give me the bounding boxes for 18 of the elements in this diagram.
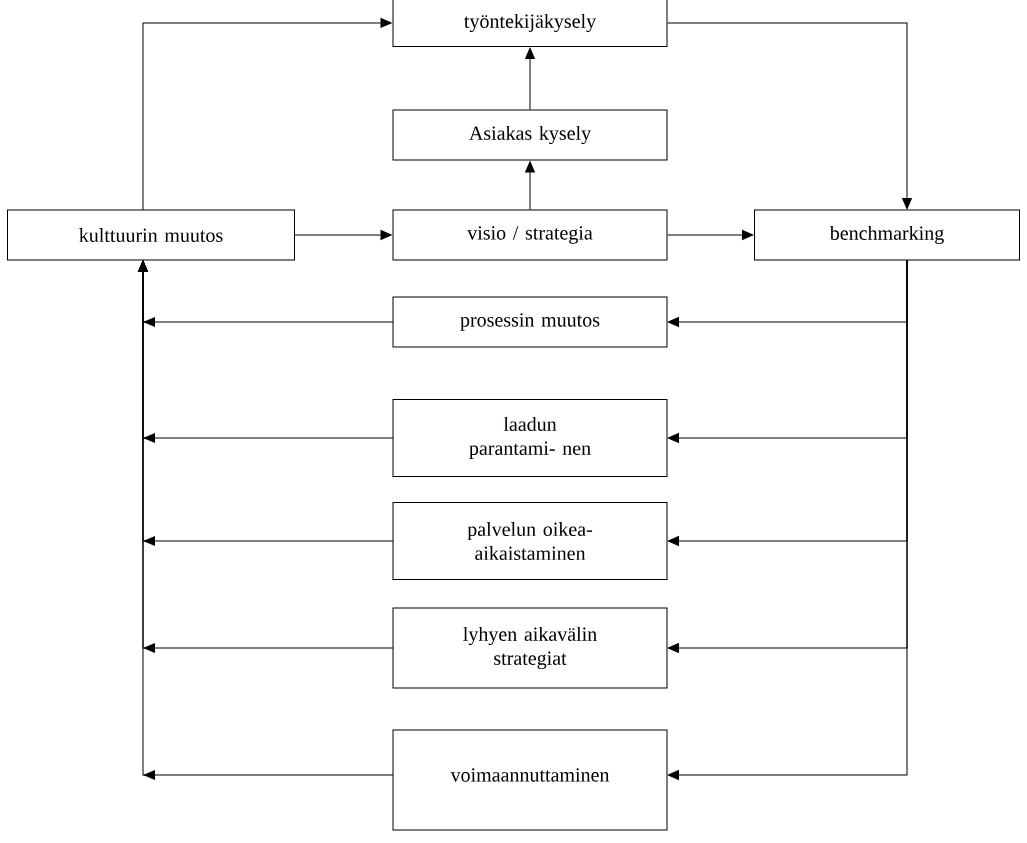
arrow (294, 230, 392, 240)
arrow (525, 161, 535, 210)
arrow (667, 259, 908, 780)
arrow (138, 260, 394, 780)
process-box: visio / strategia (392, 209, 668, 261)
process-box: prosessin muutos (392, 296, 668, 348)
process-box: työntekijäkysely (392, 0, 668, 47)
arrow (667, 22, 912, 210)
process-box: voimaannuttaminen (392, 729, 668, 831)
arrow (142, 18, 392, 211)
process-box: kulttuurin muutos (7, 209, 295, 261)
process-box: laadun parantami- nen (392, 399, 668, 477)
process-box: palvelun oikea-aikaistaminen (392, 502, 668, 580)
arrow (667, 230, 754, 240)
process-box: Asiakas kysely (392, 109, 668, 161)
arrow (525, 47, 535, 110)
process-box: lyhyen aikavälin strategiat (392, 607, 668, 689)
process-box: benchmarking (754, 209, 1020, 261)
